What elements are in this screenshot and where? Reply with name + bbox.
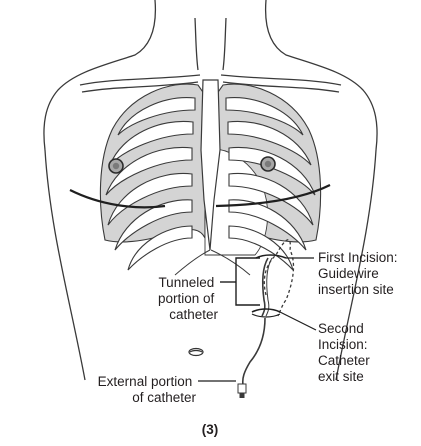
panel-number: (3) xyxy=(202,422,219,437)
second-incision-label: Second Incision: Catheter exit site xyxy=(318,321,374,384)
second-incision-mark xyxy=(252,309,280,312)
navel xyxy=(189,349,203,356)
catheter xyxy=(238,240,293,398)
external-portion-label: External portion of catheter xyxy=(98,374,197,405)
tunneled-bracket xyxy=(220,258,260,305)
tunneled-label: Tunneled portion of catheter xyxy=(158,275,219,322)
first-incision-label: First Incision: Guidewire insertion site xyxy=(318,250,401,297)
external-catheter xyxy=(243,318,265,385)
